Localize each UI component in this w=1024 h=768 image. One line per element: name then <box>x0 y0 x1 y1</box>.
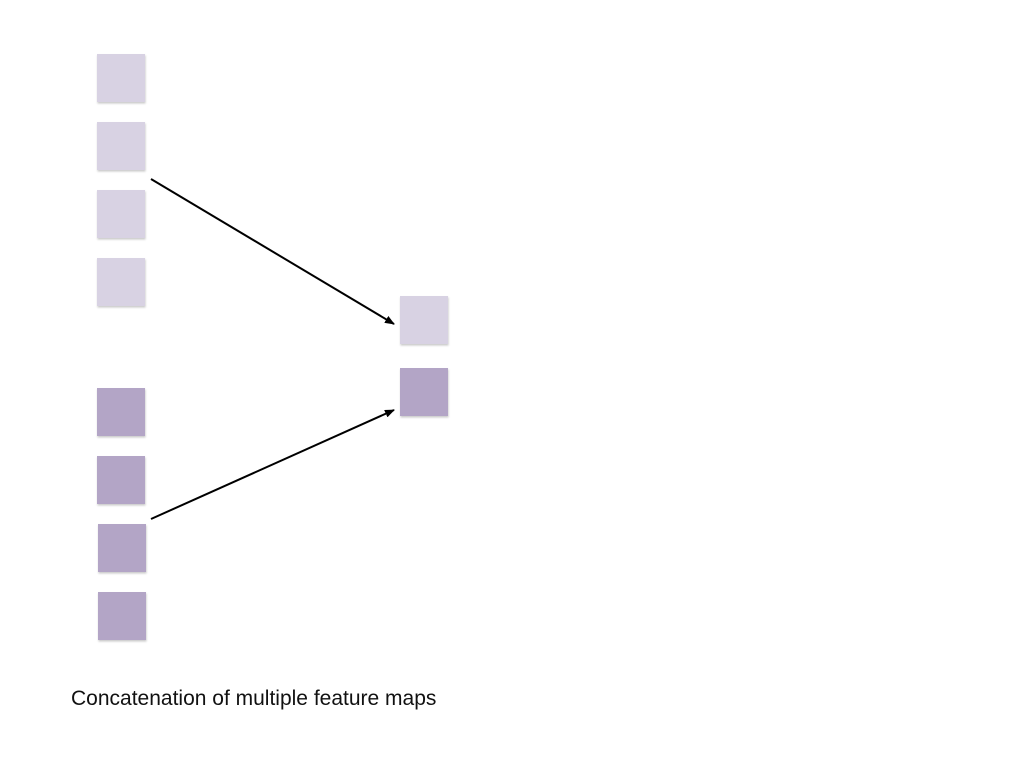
feature-map-a-1 <box>97 54 145 102</box>
feature-map-b-1 <box>97 388 145 436</box>
arrow-group-a-to-output <box>150 178 395 325</box>
diagram-caption: Concatenation of multiple feature maps <box>71 687 437 710</box>
feature-map-b-4 <box>98 592 146 640</box>
feature-map-a-2 <box>97 122 145 170</box>
feature-map-b-3 <box>98 524 146 572</box>
feature-map-a-4 <box>97 258 145 306</box>
concatenated-map-a <box>400 296 448 344</box>
feature-map-a-3 <box>97 190 145 238</box>
feature-map-b-2 <box>97 456 145 504</box>
concatenated-map-b <box>400 368 448 416</box>
arrow-group-b-to-output <box>150 409 395 520</box>
